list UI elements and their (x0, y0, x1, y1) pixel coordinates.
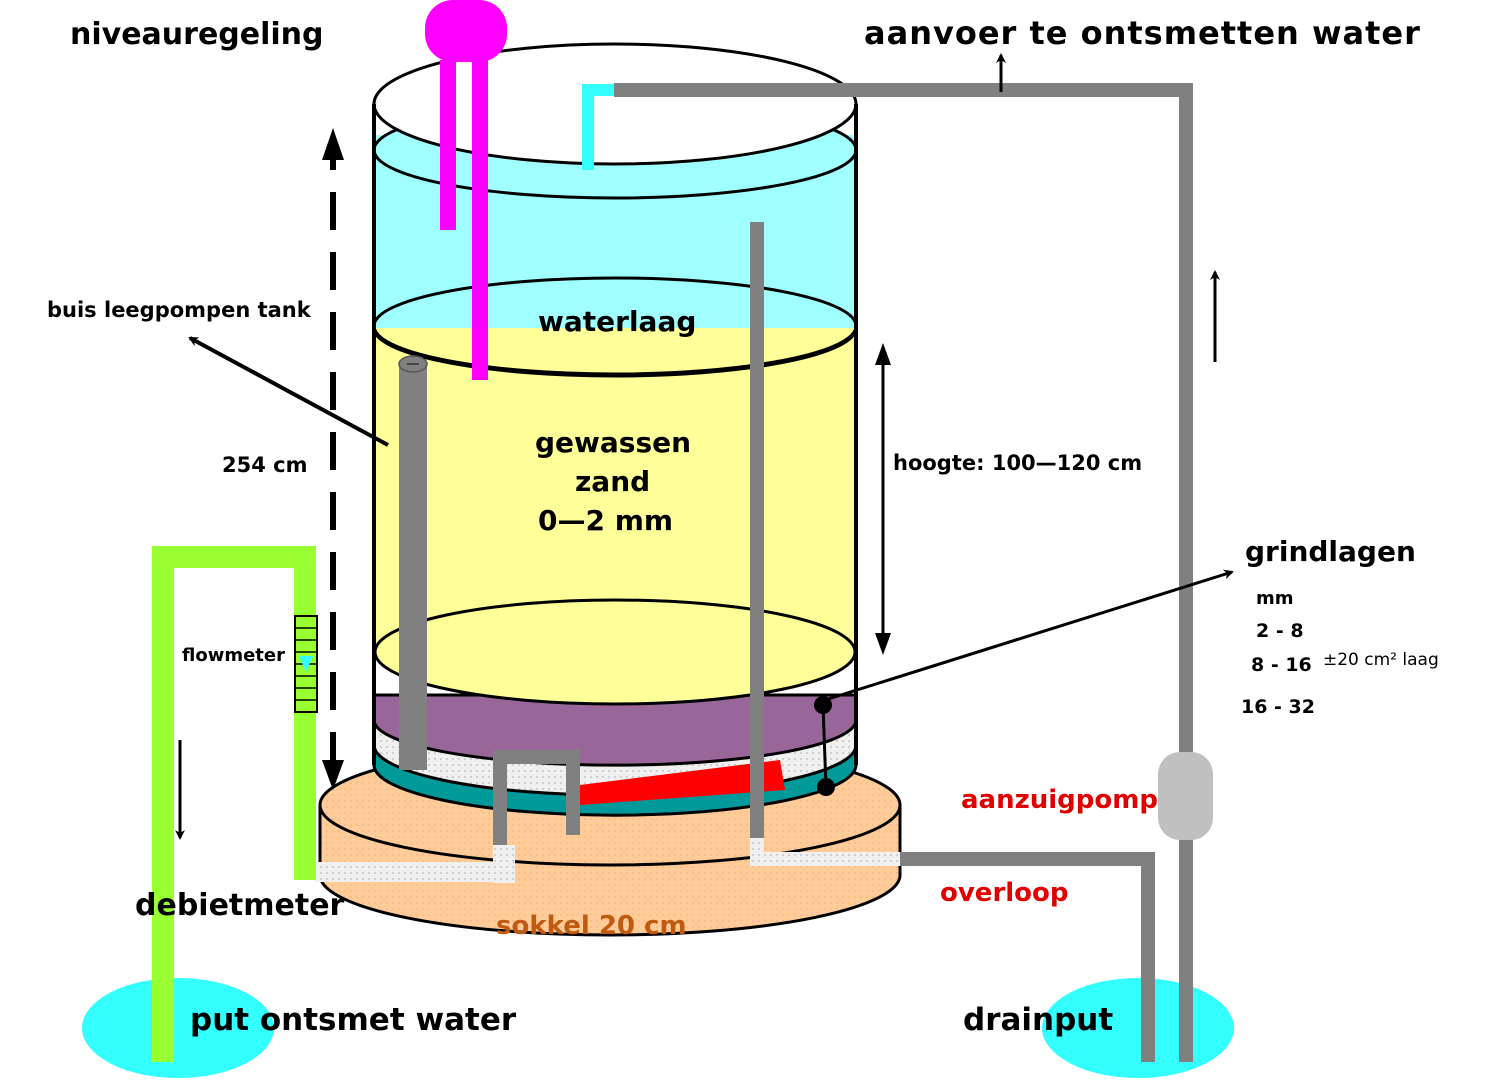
label-aanvoer: aanvoer te ontsmetten water (864, 14, 1421, 52)
sand-height-arrow (875, 343, 891, 655)
label-grindlagen: grindlagen (1245, 535, 1416, 568)
label-debietmeter: debietmeter (135, 888, 345, 923)
label-buis-leegpompen: buis leegpompen tank (47, 298, 312, 322)
put-pond (82, 978, 274, 1078)
suction-pump (1158, 752, 1213, 840)
label-grind-layer-3: 16 - 32 (1241, 696, 1315, 718)
label-overloop: overloop (940, 878, 1069, 908)
overflow-pipe (750, 222, 1155, 1062)
red-gravel-layer (580, 760, 785, 805)
label-sokkel: sokkel 20 cm (496, 911, 687, 941)
label-waterlaag: waterlaag (538, 305, 696, 338)
label-zand-1: gewassen (535, 426, 691, 459)
label-hoogte-zand: hoogte: 100—120 cm (893, 451, 1142, 475)
label-put: put ontsmet water (190, 1002, 517, 1038)
label-grind-unit: mm (1256, 588, 1294, 609)
label-grind-layer-2: 8 - 16 (1251, 654, 1312, 676)
label-niveauregeling: niveauregeling (70, 17, 324, 52)
label-grind-note: ±20 cm² laag (1323, 650, 1439, 670)
label-zand-2: zand (575, 465, 650, 498)
label-zand-3: 0—2 mm (538, 504, 673, 537)
drain-tube (398, 355, 428, 770)
level-control (425, 0, 507, 380)
label-grind-layer-1: 2 - 8 (1256, 620, 1304, 642)
label-flowmeter: flowmeter (182, 645, 285, 666)
label-254cm: 254 cm (222, 453, 307, 477)
green-pipe (152, 546, 316, 1062)
flowmeter (294, 615, 318, 713)
outflow-pipe (315, 750, 580, 883)
label-drainput: drainput (963, 1002, 1113, 1038)
supply-pipe (614, 83, 1193, 1062)
label-aanzuigpomp: aanzuigpomp (961, 785, 1158, 815)
